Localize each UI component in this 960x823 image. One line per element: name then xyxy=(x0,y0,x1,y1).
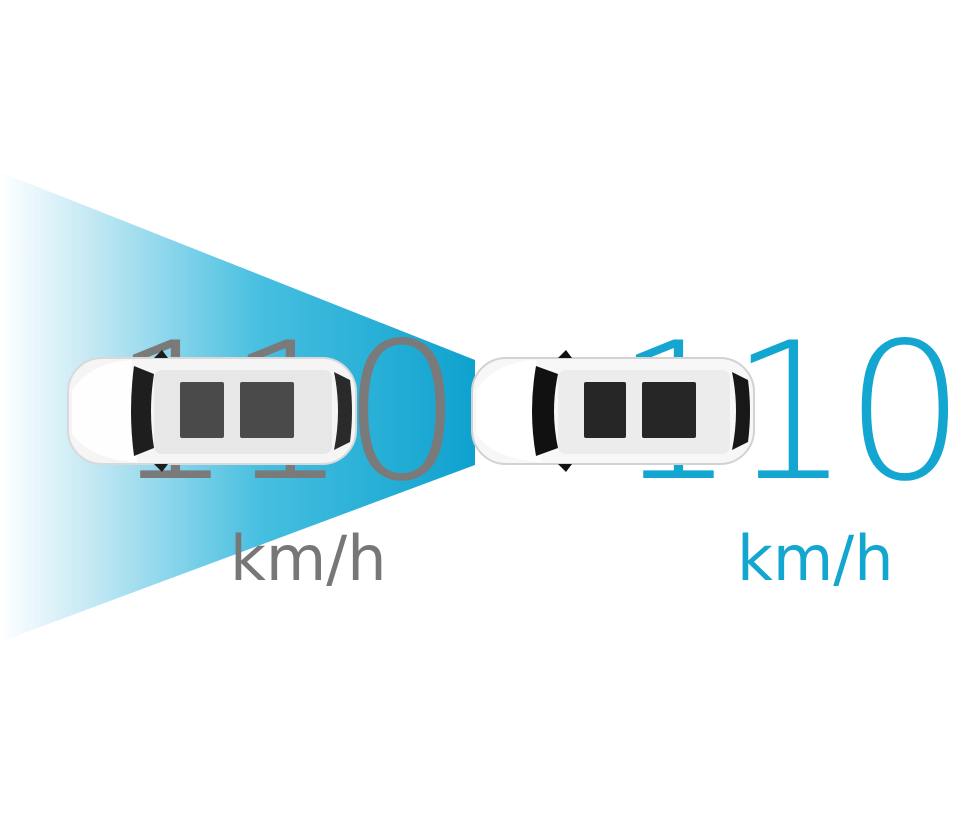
rear-car-icon xyxy=(67,350,357,472)
front-car-icon xyxy=(471,350,755,472)
rear-vehicle-unit: km/h xyxy=(230,522,387,595)
front-vehicle-unit: km/h xyxy=(737,522,894,595)
